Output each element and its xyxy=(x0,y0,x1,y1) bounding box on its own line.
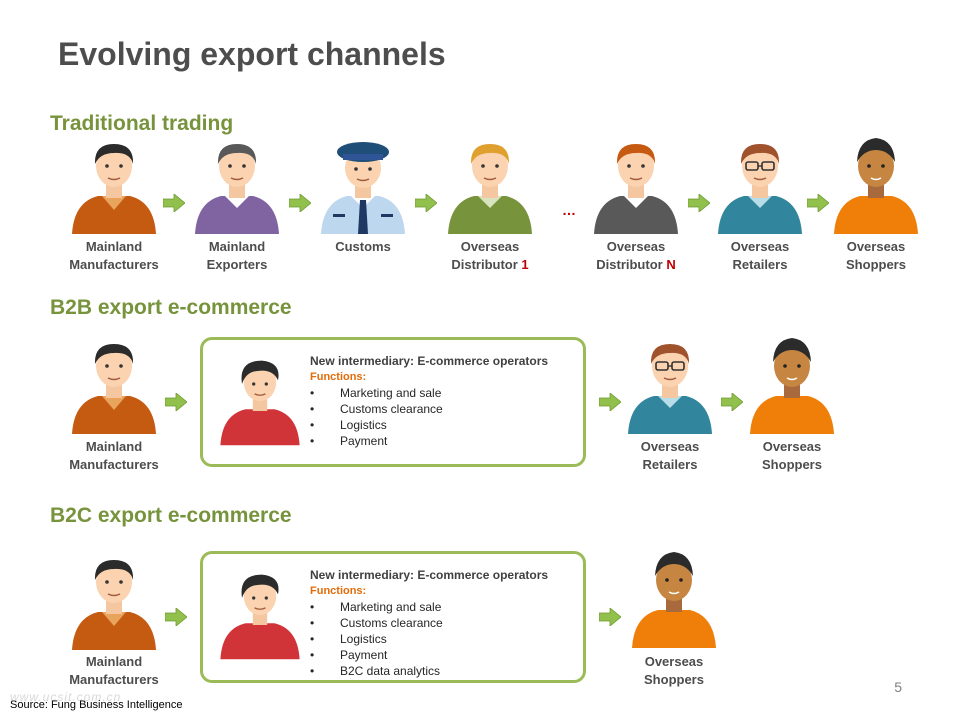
function-item: Logistics xyxy=(310,631,548,647)
function-item: Logistics xyxy=(310,417,548,433)
actor-label: Overseas Distributor N xyxy=(596,239,676,272)
intermediary-heading: New intermediary: E-commerce operators xyxy=(310,354,549,368)
arrow-icon xyxy=(163,194,185,212)
actor-label: Customs xyxy=(335,239,391,254)
shopper-icon xyxy=(826,136,926,236)
person-green-icon xyxy=(440,136,540,236)
customs-officer-icon xyxy=(313,136,413,236)
function-item: B2C data analytics xyxy=(310,663,548,679)
person-gray-icon xyxy=(586,136,686,236)
arrow-icon xyxy=(721,393,743,411)
page-number: 5 xyxy=(894,679,902,695)
section-heading-b2b: B2B export e-commerce xyxy=(50,296,292,319)
arrow-icon xyxy=(289,194,311,212)
arrow-icon xyxy=(165,393,187,411)
actor-label: Overseas Distributor 1 xyxy=(451,239,529,272)
intermediary-text: New intermediary: E-commerce operators F… xyxy=(310,353,548,449)
worker-orange-icon xyxy=(64,136,164,236)
ellipsis: … xyxy=(562,202,576,218)
arrow-icon xyxy=(165,608,187,626)
section-heading-b2c: B2C export e-commerce xyxy=(50,504,292,527)
arrow-icon xyxy=(599,393,621,411)
arrow-icon xyxy=(415,194,437,212)
worker-orange-icon xyxy=(64,552,164,652)
intermediary-box: New intermediary: E-commerce operators F… xyxy=(200,551,586,683)
function-item: Marketing and sale xyxy=(310,385,548,401)
operator-icon xyxy=(215,566,315,666)
watermark: www.ucsit.com.cn xyxy=(10,690,122,704)
functions-label: Functions: xyxy=(310,585,367,597)
function-item: Payment xyxy=(310,647,548,663)
shopper-icon xyxy=(742,336,842,436)
intermediary-box: New intermediary: E-commerce operators F… xyxy=(200,337,586,467)
functions-list: Marketing and sale Customs clearance Log… xyxy=(310,385,548,449)
page-title: Evolving export channels xyxy=(58,36,446,72)
source-note: Source: Fung Business Intelligence xyxy=(10,699,183,711)
worker-orange-icon xyxy=(64,336,164,436)
function-item: Customs clearance xyxy=(310,401,548,417)
retailer-icon xyxy=(620,336,720,436)
arrow-icon xyxy=(599,608,621,626)
section-heading-traditional: Traditional trading xyxy=(50,112,234,135)
functions-label: Functions: xyxy=(310,371,367,383)
worker-purple-icon xyxy=(187,136,287,236)
intermediary-text: New intermediary: E-commerce operators F… xyxy=(310,567,548,679)
functions-list: Marketing and sale Customs clearance Log… xyxy=(310,599,548,679)
function-item: Marketing and sale xyxy=(310,599,548,615)
arrow-icon xyxy=(688,194,710,212)
function-item: Customs clearance xyxy=(310,615,548,631)
shopper-icon xyxy=(624,550,724,650)
retailer-icon xyxy=(710,136,810,236)
function-item: Payment xyxy=(310,433,548,449)
operator-icon xyxy=(215,352,315,452)
intermediary-heading: New intermediary: E-commerce operators xyxy=(310,568,549,582)
